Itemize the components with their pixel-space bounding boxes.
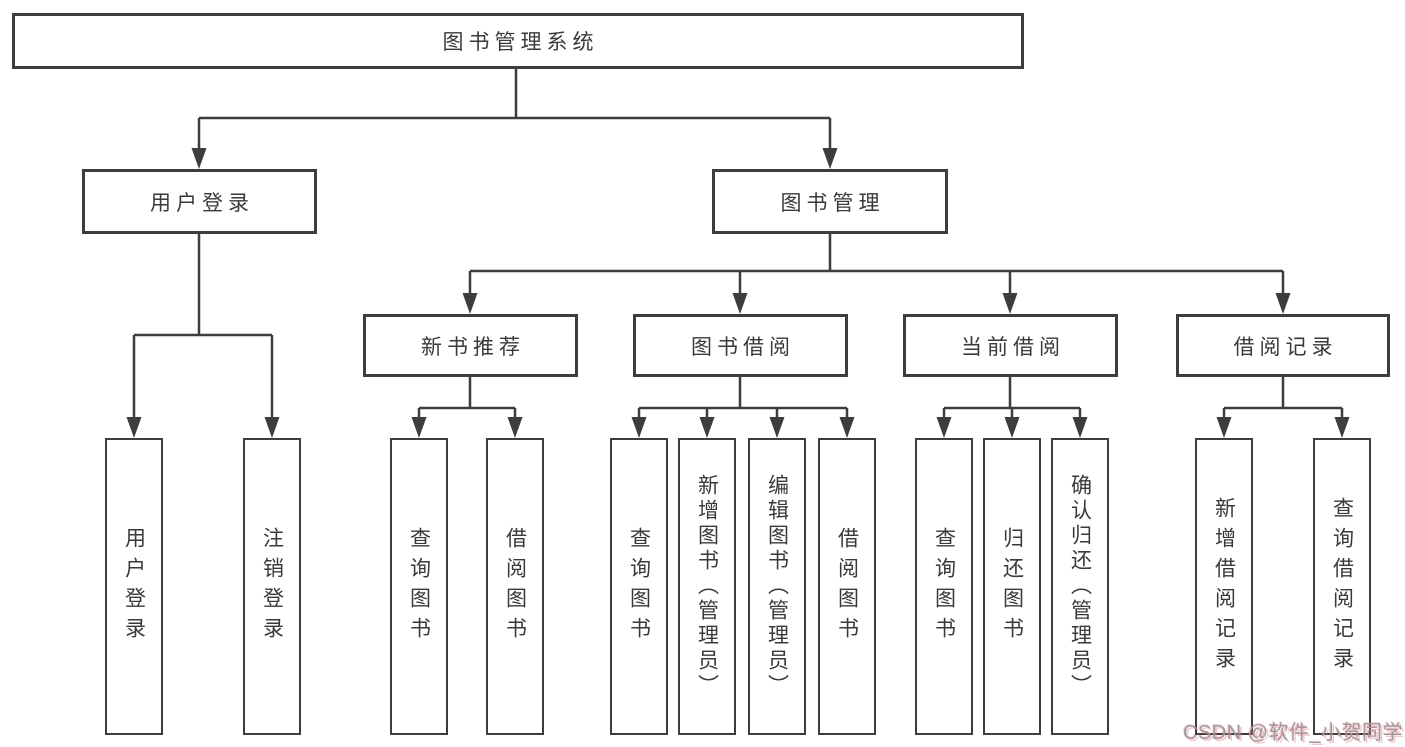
node-label: 借阅图书: [835, 526, 859, 647]
node-label: 图书管理: [780, 191, 885, 215]
leaf-borrow-books-recommend: 借阅图书: [486, 438, 544, 735]
leaf-return-book: 归还图书: [983, 438, 1041, 735]
node-label: 编辑图书（管理员）: [765, 474, 789, 699]
node-label: 图书管理系统: [442, 31, 599, 54]
node-borrowing-records: 借阅记录: [1176, 314, 1390, 377]
leaf-edit-book-admin: 编辑图书（管理员）: [748, 438, 806, 735]
node-label: 查询图书: [627, 526, 651, 647]
node-book-management: 图书管理: [712, 169, 948, 234]
node-label: 借阅图书: [503, 526, 527, 647]
leaf-query-books-recommend: 查询图书: [390, 438, 448, 735]
connector-login-to-leaves: [132, 234, 274, 417]
node-label: 当前借阅: [961, 335, 1065, 359]
node-new-book-recommendation: 新书推荐: [363, 314, 578, 377]
node-label: 新增借阅记录: [1212, 496, 1236, 677]
leaf-confirm-return-admin: 确认归还（管理员）: [1051, 438, 1109, 735]
leaf-query-borrow-record: 查询借阅记录: [1313, 438, 1371, 735]
leaf-logout: 注销登录: [243, 438, 301, 735]
connector-recommend-to-leaves: [417, 377, 517, 417]
node-label: 注销登录: [260, 526, 284, 647]
node-current-borrowing: 当前借阅: [903, 314, 1118, 377]
node-label: 新增图书（管理员）: [695, 474, 719, 699]
node-label: 查询图书: [932, 526, 956, 647]
leaf-query-books-current: 查询图书: [915, 438, 973, 735]
connector-records-to-leaves: [1222, 377, 1344, 417]
connector-mgmt-to-level3: [468, 234, 1285, 293]
node-label: 归还图书: [1000, 526, 1024, 647]
node-library-management-system: 图书管理系统: [12, 13, 1024, 69]
leaf-user-login: 用户登录: [105, 438, 163, 735]
node-label: 查询借阅记录: [1330, 496, 1354, 677]
leaf-query-books-borrow: 查询图书: [610, 438, 668, 735]
node-label: 新书推荐: [421, 335, 525, 359]
node-label: 用户登录: [122, 526, 146, 647]
leaf-add-borrow-record: 新增借阅记录: [1195, 438, 1253, 735]
node-label: 确认归还（管理员）: [1068, 474, 1092, 699]
leaf-add-book-admin: 新增图书（管理员）: [678, 438, 736, 735]
node-book-borrowing: 图书借阅: [633, 314, 848, 377]
connector-root-to-level2: [197, 68, 832, 148]
csdn-watermark: CSDN @软件_小贺同学: [1183, 722, 1404, 744]
connector-current-to-leaves: [942, 377, 1082, 417]
node-label: 用户登录: [150, 191, 254, 215]
node-user-login: 用户登录: [82, 169, 317, 234]
connector-borrow-to-leaves: [637, 377, 849, 417]
node-label: 图书借阅: [691, 335, 795, 359]
node-label: 借阅记录: [1233, 335, 1338, 359]
node-label: 查询图书: [407, 526, 431, 647]
leaf-borrow-books: 借阅图书: [818, 438, 876, 735]
